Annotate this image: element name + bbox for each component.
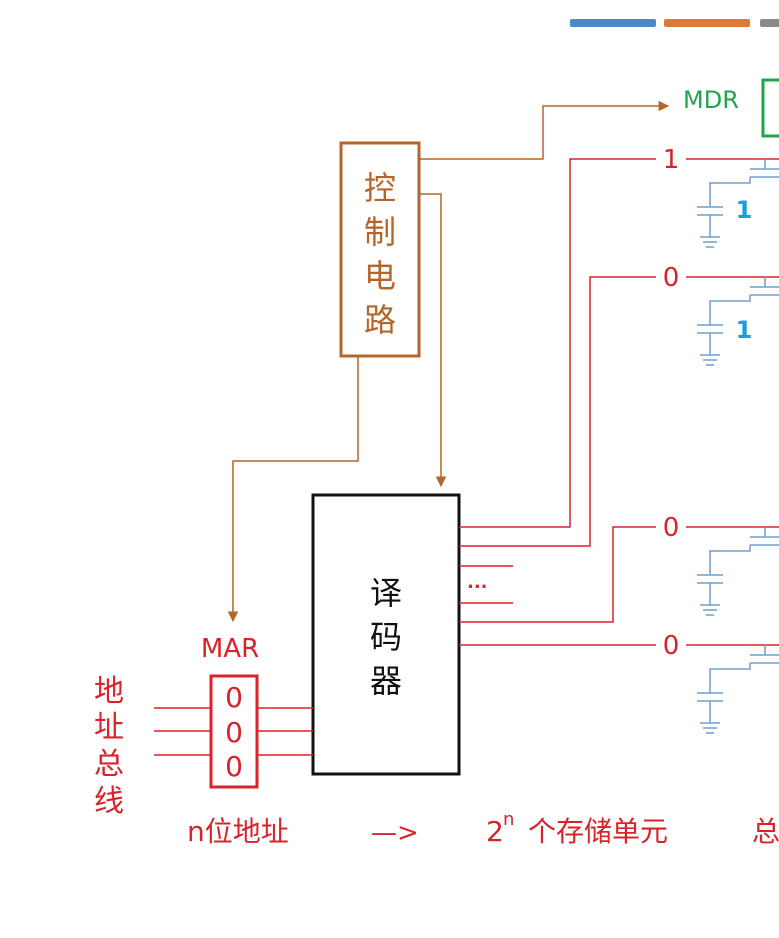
control-char-1: 控 xyxy=(364,169,396,207)
decoder: 译 码 器 xyxy=(311,493,461,776)
control-char-4: 路 xyxy=(364,301,396,339)
storage-cell-3 xyxy=(697,527,779,616)
address-bus-char-3: 总 xyxy=(94,747,124,782)
cell-1-bit: 1 xyxy=(736,196,753,224)
word-line-labels: 1 0 0 0 xyxy=(656,143,686,661)
mar-bit-1: 0 xyxy=(225,681,243,714)
tab-blue-bar xyxy=(570,19,656,27)
address-bus-char-2: 址 xyxy=(94,710,124,745)
storage-cells xyxy=(697,159,779,734)
storage-cell-1 xyxy=(697,159,779,248)
header-tabs xyxy=(570,19,779,27)
control-circuit-box xyxy=(339,141,421,358)
caption-base: 2 xyxy=(486,815,504,848)
word-line-1-value: 1 xyxy=(663,145,680,175)
address-bus-char-4: 线 xyxy=(94,784,124,819)
control-arrows xyxy=(227,100,670,623)
decoder-outputs xyxy=(459,158,779,646)
caption-units: 个存储单元 xyxy=(528,815,668,848)
address-bus-char-1: 地 xyxy=(94,674,124,709)
address-bus-lines xyxy=(154,707,313,756)
tab-gray-bar xyxy=(760,19,779,27)
caption-total: 总 xyxy=(752,815,779,848)
control-circuit: 控 制 电 路 xyxy=(339,141,421,358)
mar-box xyxy=(209,674,259,789)
storage-cell-2 xyxy=(697,277,779,366)
decoder-ellipsis: ... xyxy=(467,572,488,593)
storage-cell-4 xyxy=(697,645,779,734)
mdr-box xyxy=(761,78,779,138)
control-to-mdr-arrow xyxy=(419,100,670,160)
mdr-label: MDR xyxy=(683,86,739,114)
word-line-1-path xyxy=(459,158,779,528)
decoder-box xyxy=(311,493,461,776)
caption-arrow: —> xyxy=(371,818,419,848)
caption-n-bits: n位地址 xyxy=(187,815,289,848)
word-line-3-path xyxy=(459,526,779,623)
tab-orange-bar xyxy=(664,19,750,27)
word-line-2-path xyxy=(459,276,779,547)
control-to-mar-arrow xyxy=(227,356,359,623)
word-line-2-value: 0 xyxy=(663,263,680,293)
word-line-3-value: 0 xyxy=(663,513,680,543)
decoder-char-1: 译 xyxy=(370,574,402,612)
decoder-char-3: 器 xyxy=(370,662,402,700)
mar-register: MAR 0 0 0 xyxy=(201,634,259,789)
mar-bit-2: 0 xyxy=(225,716,243,749)
address-bus-label: 地 址 总 线 xyxy=(94,674,124,819)
control-to-decoder-arrow xyxy=(419,193,447,488)
mar-label: MAR xyxy=(201,634,259,664)
mar-bit-3: 0 xyxy=(225,750,243,783)
control-char-3: 电 xyxy=(364,257,396,295)
mdr-block: MDR xyxy=(683,78,779,138)
decoder-char-2: 码 xyxy=(370,618,402,656)
caption-exponent: n xyxy=(503,809,514,830)
word-line-4-value: 0 xyxy=(663,631,680,661)
cell-2-bit: 1 xyxy=(736,316,753,344)
bottom-caption: n位地址 —> 2 n 个存储单元 总 xyxy=(187,809,779,848)
control-char-2: 制 xyxy=(364,213,396,251)
